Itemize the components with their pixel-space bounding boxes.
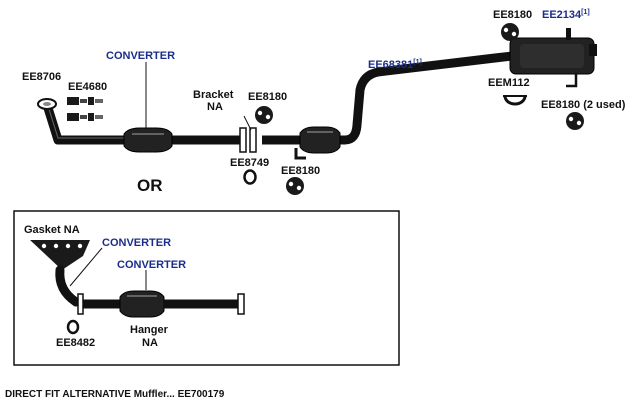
label-ee68381-code: EE68381 xyxy=(368,59,413,71)
label-bracket-na: NA xyxy=(207,101,223,113)
resonator-body xyxy=(294,126,341,160)
gasket-ring-ee8749 xyxy=(243,169,257,185)
label-ee8180-mid: EE8180 xyxy=(248,91,287,103)
label-converter-inset1: CONVERTER xyxy=(102,237,171,249)
bolt-set-ee4680 xyxy=(67,97,103,121)
label-ee8180-used: EE8180 (2 used) xyxy=(541,99,626,111)
hanger-ee8180-mid xyxy=(255,106,273,124)
inset-exhaust-manifold xyxy=(30,240,90,307)
label-bracket: Bracket xyxy=(193,89,234,101)
label-ee2134-code: EE2134 xyxy=(542,9,582,21)
label-ee68381-ref: [1] xyxy=(413,59,422,66)
label-ee2134: EE2134[1] xyxy=(542,9,590,21)
flange-bracket xyxy=(239,115,257,153)
main-exhaust-pipe xyxy=(43,51,513,145)
hanger-ee8180-used xyxy=(566,112,584,130)
hanger-ee8180-top xyxy=(501,23,519,41)
inset-front-pipe xyxy=(77,290,245,318)
label-hanger-na: NA xyxy=(142,337,158,349)
inset-gasket-ee8482 xyxy=(66,319,80,335)
label-hanger: Hanger xyxy=(130,324,169,336)
converter-pointer-inset1 xyxy=(69,247,103,287)
label-gasket: Gasket NA xyxy=(24,224,80,236)
hanger-ee8180-low xyxy=(286,177,304,195)
label-ee2134-ref: [1] xyxy=(581,9,590,16)
label-ee8482: EE8482 xyxy=(56,337,95,349)
label-eem112: EEM112 xyxy=(488,77,530,89)
inset-frame xyxy=(13,210,400,366)
label-ee8749: EE8749 xyxy=(230,157,269,169)
caption: DIRECT FIT ALTERNATIVE Muffler... EE7001… xyxy=(5,389,225,400)
label-converter-inset2: CONVERTER xyxy=(117,259,186,271)
catalytic-converter-top xyxy=(123,127,173,153)
label-ee68381: EE68381[1] xyxy=(368,59,422,71)
u-clamp-eem112 xyxy=(503,95,527,106)
label-converter-top: CONVERTER xyxy=(106,50,175,62)
label-ee4680: EE4680 xyxy=(68,81,107,93)
muffler xyxy=(509,28,597,88)
label-or: OR xyxy=(137,176,163,195)
label-ee8180-low: EE8180 xyxy=(281,165,320,177)
label-ee8180-top: EE8180 xyxy=(493,9,532,21)
label-ee8706: EE8706 xyxy=(22,71,61,83)
manifold-flange xyxy=(37,98,57,110)
